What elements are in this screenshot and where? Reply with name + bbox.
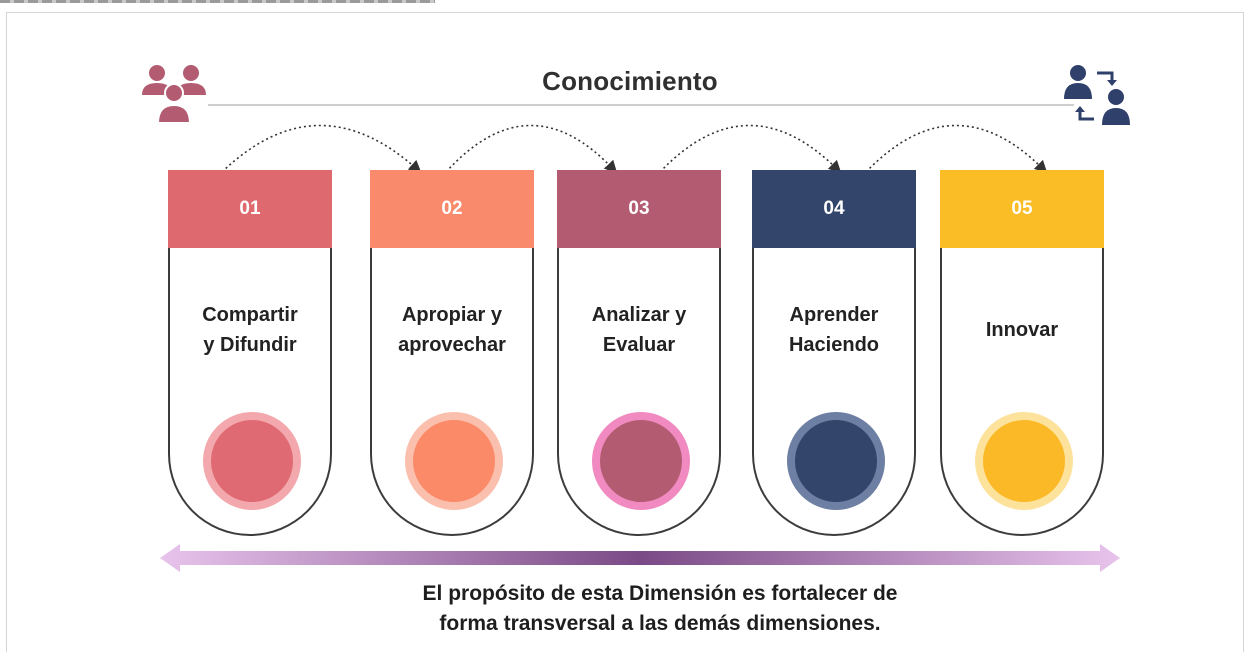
step-number-badge: 05 xyxy=(940,170,1104,248)
step-label: Innovar xyxy=(985,319,1059,341)
title-divider xyxy=(208,104,1074,106)
step-number-badge: 03 xyxy=(557,170,721,248)
step-circle-icon xyxy=(405,412,503,510)
people-group-icon xyxy=(142,65,206,124)
diagram-title: Conocimiento xyxy=(542,66,718,96)
step-circle-icon xyxy=(787,412,885,510)
step-number-badge: 01 xyxy=(168,170,332,248)
step-number-badge: 04 xyxy=(752,170,916,248)
step-circle-icon xyxy=(592,412,690,510)
connector-arc-1 xyxy=(221,124,422,174)
top-cropped-text-strip xyxy=(0,0,435,3)
connector-arc-2 xyxy=(445,124,618,174)
connector-arc-3 xyxy=(659,124,842,174)
slide-frame xyxy=(6,12,1244,652)
step-number-badge: 02 xyxy=(370,170,534,248)
step-circle-icon xyxy=(975,412,1073,510)
step-circle-icon xyxy=(203,412,301,510)
connector-arc-4 xyxy=(865,124,1048,174)
double-arrow-icon xyxy=(160,544,1120,572)
connector-arcs xyxy=(221,124,1048,174)
purpose-statement: El propósito de esta Dimensión es fortal… xyxy=(422,582,898,635)
user-exchange-icon xyxy=(1064,65,1130,125)
step-card-5: 05 Innovar xyxy=(940,170,1104,536)
